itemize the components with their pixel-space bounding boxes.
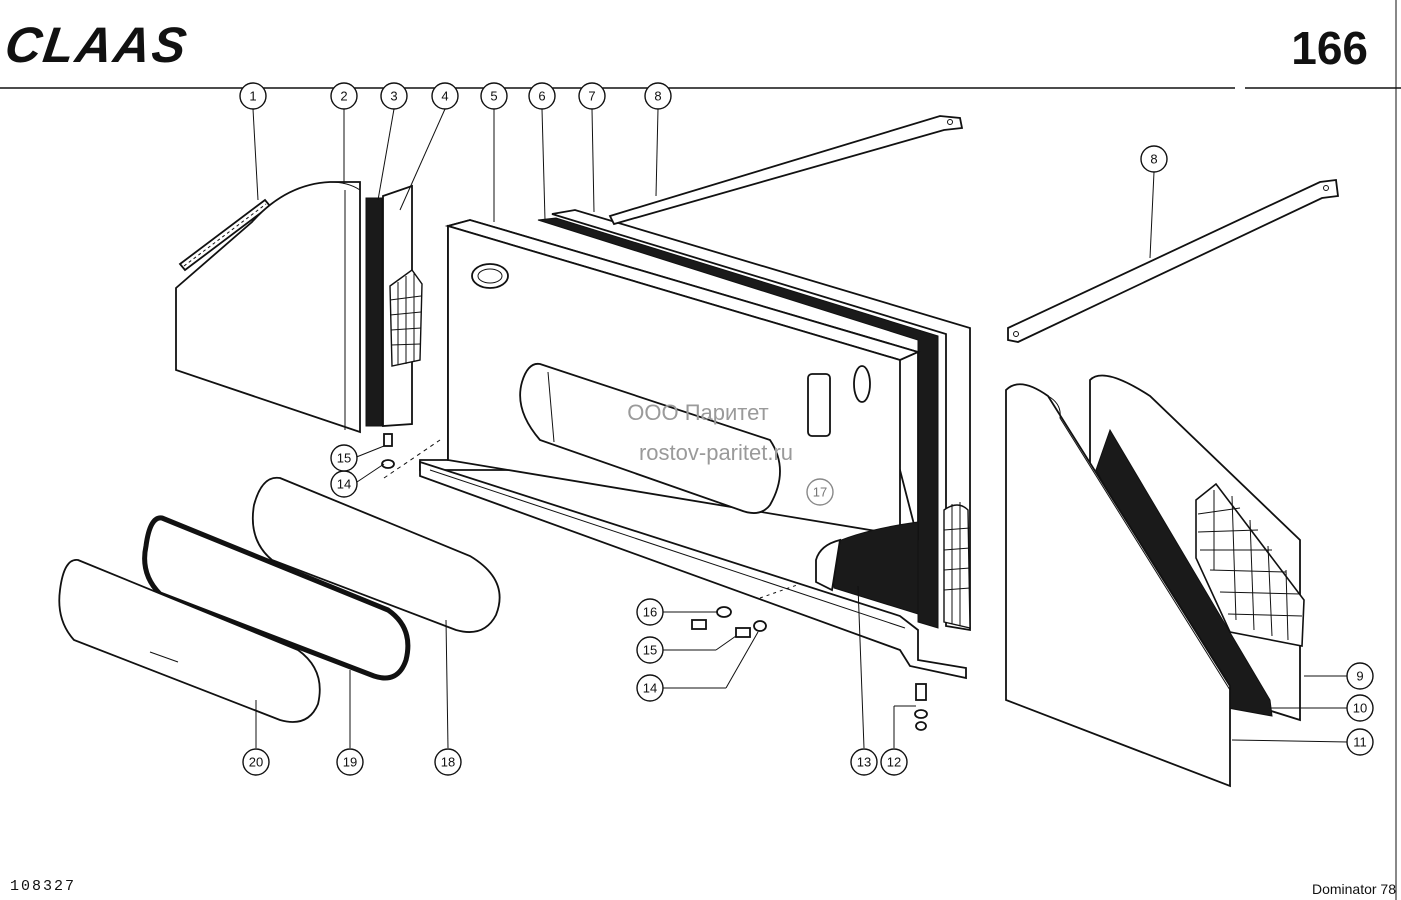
callout-2[interactable]: 2 bbox=[330, 82, 358, 110]
svg-text:6: 6 bbox=[538, 89, 545, 104]
svg-text:14: 14 bbox=[337, 477, 351, 492]
washer-16 bbox=[716, 606, 732, 618]
bolt-12 bbox=[915, 683, 927, 701]
callout-19[interactable]: 19 bbox=[336, 748, 364, 776]
support-strut-upper bbox=[608, 115, 964, 226]
callout-9[interactable]: 9 bbox=[1346, 662, 1374, 690]
svg-text:10: 10 bbox=[1353, 701, 1367, 716]
svg-text:15: 15 bbox=[337, 451, 351, 466]
bolt-15b bbox=[735, 627, 751, 638]
callout-10[interactable]: 10 bbox=[1346, 694, 1374, 722]
cover-plate bbox=[807, 373, 831, 437]
callout-14-bottom[interactable]: 14 bbox=[636, 674, 664, 702]
bottom-rail bbox=[419, 460, 967, 680]
svg-text:3: 3 bbox=[390, 89, 397, 104]
callout-15-left[interactable]: 15 bbox=[330, 444, 358, 472]
callout-14-left[interactable]: 14 bbox=[330, 470, 358, 498]
side-panel-body bbox=[175, 181, 361, 434]
main-panel-assembly bbox=[419, 115, 971, 680]
svg-text:5: 5 bbox=[490, 89, 497, 104]
callout-3[interactable]: 3 bbox=[380, 82, 408, 110]
bolt-small bbox=[383, 433, 393, 447]
svg-text:18: 18 bbox=[441, 755, 455, 770]
oval-cover-20 bbox=[58, 559, 321, 723]
oval-gasket-19 bbox=[142, 515, 411, 681]
washer-small bbox=[381, 459, 395, 469]
right-side-panel bbox=[1005, 178, 1340, 788]
svg-text:2: 2 bbox=[340, 89, 347, 104]
svg-text:8: 8 bbox=[654, 89, 661, 104]
oval-slot bbox=[853, 365, 871, 403]
svg-text:19: 19 bbox=[343, 755, 357, 770]
oval-covers bbox=[58, 476, 501, 723]
seal-strip bbox=[365, 197, 383, 427]
svg-text:17: 17 bbox=[813, 485, 827, 500]
side-mesh bbox=[1195, 482, 1305, 647]
outer-side-panel bbox=[1005, 383, 1231, 788]
page-number: 166 bbox=[1291, 22, 1368, 74]
model-label: Dominator 78 bbox=[1312, 881, 1396, 897]
svg-text:9: 9 bbox=[1356, 669, 1363, 684]
svg-text:8: 8 bbox=[1150, 152, 1157, 167]
callout-17[interactable]: 17 bbox=[806, 478, 834, 506]
washer-14 bbox=[753, 620, 767, 632]
callout-1[interactable]: 1 bbox=[239, 82, 267, 110]
svg-text:4: 4 bbox=[441, 89, 448, 104]
edge-mesh bbox=[943, 502, 971, 629]
callout-5[interactable]: 5 bbox=[480, 82, 508, 110]
mesh-grid bbox=[389, 269, 423, 367]
svg-text:20: 20 bbox=[249, 755, 263, 770]
window-cutout bbox=[519, 362, 781, 514]
watermark-company: ООО Паритет bbox=[627, 400, 768, 425]
watermark-url: rostov-paritet.ru bbox=[639, 440, 793, 465]
callout-11[interactable]: 11 bbox=[1346, 728, 1374, 756]
callout-7[interactable]: 7 bbox=[578, 82, 606, 110]
left-side-panel bbox=[175, 181, 423, 469]
callouts: 1 2 3 4 5 6 7 8 8 9 10 11 12 13 14 14 15… bbox=[239, 82, 1374, 776]
foam-seal bbox=[537, 217, 939, 629]
hardware-set bbox=[691, 606, 928, 731]
support-strut-right bbox=[1007, 178, 1340, 343]
callout-16[interactable]: 16 bbox=[636, 598, 664, 626]
callout-12[interactable]: 12 bbox=[880, 748, 908, 776]
callout-8-upper[interactable]: 8 bbox=[644, 82, 672, 110]
svg-text:16: 16 bbox=[643, 605, 657, 620]
callout-15-bottom[interactable]: 15 bbox=[636, 636, 664, 664]
callout-18[interactable]: 18 bbox=[434, 748, 462, 776]
oval-cover-18 bbox=[251, 476, 501, 633]
svg-text:1: 1 bbox=[249, 89, 256, 104]
svg-text:7: 7 bbox=[588, 89, 595, 104]
callout-20[interactable]: 20 bbox=[242, 748, 270, 776]
svg-text:14: 14 bbox=[643, 681, 657, 696]
bolt-15a bbox=[691, 619, 707, 630]
callout-8-right[interactable]: 8 bbox=[1140, 145, 1168, 173]
oval-hole bbox=[471, 263, 509, 289]
svg-text:15: 15 bbox=[643, 643, 657, 658]
svg-text:12: 12 bbox=[887, 755, 901, 770]
brand-text: CLAAS bbox=[2, 17, 192, 73]
svg-text:11: 11 bbox=[1353, 735, 1367, 750]
claas-logo: CLAAS bbox=[2, 17, 192, 73]
leader-lines bbox=[252, 108, 1349, 749]
svg-text:13: 13 bbox=[857, 755, 871, 770]
callout-4[interactable]: 4 bbox=[431, 82, 459, 110]
callout-13[interactable]: 13 bbox=[850, 748, 878, 776]
callout-6[interactable]: 6 bbox=[528, 82, 556, 110]
side-seal bbox=[1095, 428, 1273, 717]
rear-frame bbox=[551, 209, 971, 632]
drawing-number: 108327 bbox=[10, 878, 76, 895]
